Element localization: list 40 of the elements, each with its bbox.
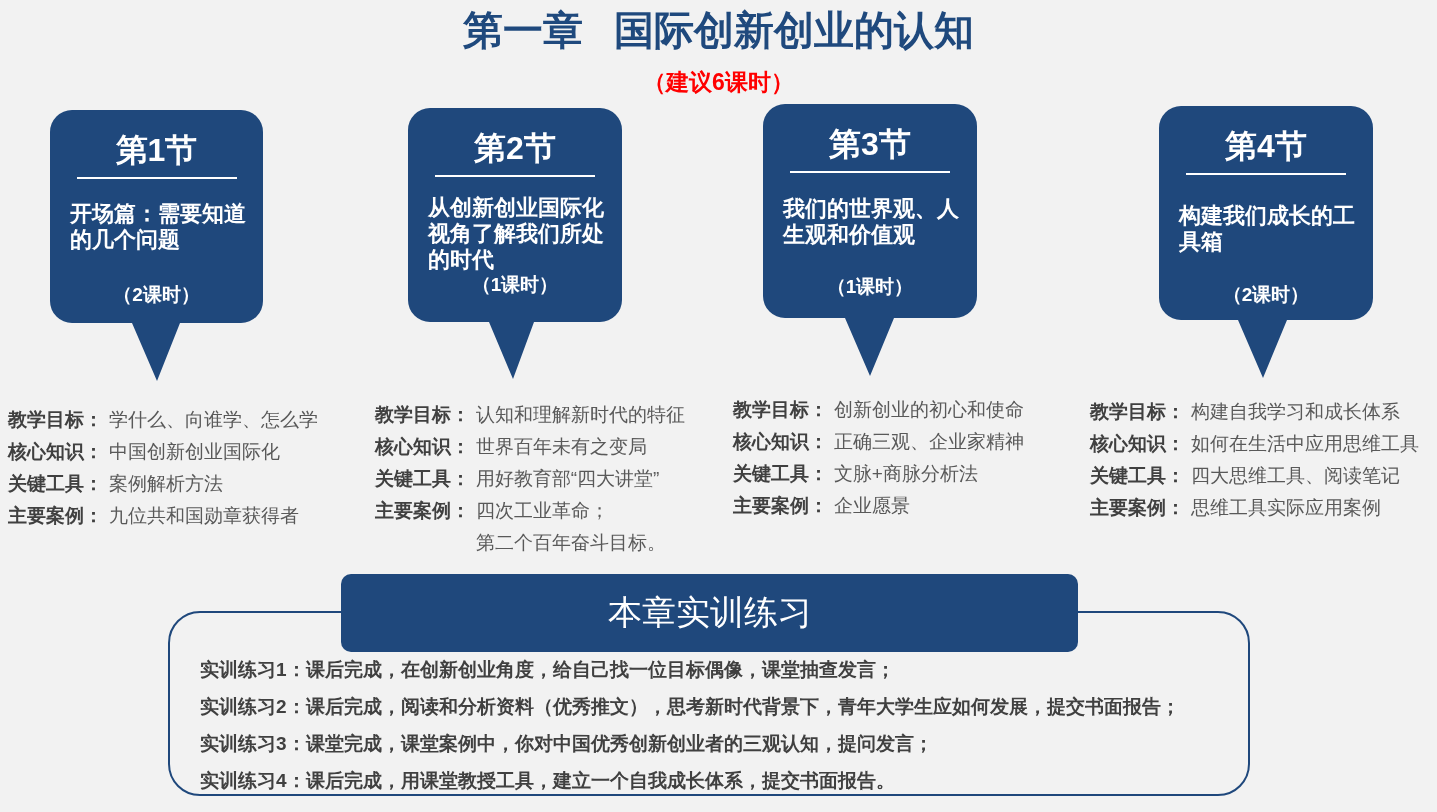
section-topic: 从创新创业国际化视角了解我们所处的时代 — [428, 195, 605, 273]
section-callout — [1159, 106, 1373, 379]
section-heading: 第3节 — [829, 125, 911, 164]
practice-panel — [168, 574, 1250, 796]
lesson-hours: （2课时） — [1222, 283, 1310, 307]
section-callout — [50, 110, 263, 382]
lesson-detail: 关键工具：案例解析方法 — [8, 472, 223, 496]
exercise-text: 实训练习1：课后完成，在创新创业角度，给自己找一位目标偶像，课堂抽查发言； — [200, 658, 895, 682]
section-heading: 第2节 — [474, 129, 556, 168]
lesson-detail: 主要案例：九位共和国勋章获得者 — [8, 504, 299, 528]
section-callout — [408, 108, 622, 380]
practice-heading: 本章实训练习 — [341, 574, 1078, 652]
exercise-text: 实训练习2：课后完成，阅读和分析资料（优秀推文），思考新时代背景下，青年大学生应如何发展，提交书面报告； — [200, 695, 1180, 719]
lesson-hours: （1课时） — [826, 275, 914, 299]
lesson-hours-note: （建议6课时） — [643, 68, 794, 97]
lesson-detail: 核心知识：正确三观、企业家精神 — [733, 430, 1024, 454]
lesson-hours: （2课时） — [113, 283, 200, 307]
section-topic: 构建我们成长的工具箱 — [1179, 203, 1356, 255]
lesson-detail: 教学目标：构建自我学习和成长体系 — [1090, 400, 1400, 424]
lesson-detail: 关键工具：用好教育部“四大讲堂” — [375, 467, 660, 491]
section-heading: 第4节 — [1225, 127, 1307, 166]
exercise-text: 实训练习3：课堂完成，课堂案例中，你对中国优秀创新创业者的三观认知，提问发言； — [200, 732, 933, 756]
lesson-detail: 教学目标：创新创业的初心和使命 — [733, 398, 1024, 422]
chapter-title: 第一章 国际创新创业的认知 — [462, 7, 975, 54]
lesson-detail: 教学目标：学什么、向谁学、怎么学 — [8, 408, 318, 432]
section-topic: 开场篇：需要知道的几个问题 — [70, 201, 247, 253]
section-callout — [763, 104, 977, 377]
section-heading: 第1节 — [115, 131, 198, 170]
lesson-detail: 关键工具：文脉+商脉分析法 — [733, 462, 978, 486]
lesson-detail: 主要案例：四次工业革命；第二个百年奋斗目标。 — [375, 499, 666, 555]
exercise-text: 实训练习4：课后完成，用课堂教授工具，建立一个自我成长体系，提交书面报告。 — [200, 769, 895, 793]
section-topic: 我们的世界观、人生观和价值观 — [783, 196, 960, 248]
lesson-hours: （1课时） — [471, 273, 559, 297]
lesson-detail: 核心知识：世界百年未有之变局 — [375, 435, 647, 459]
lesson-detail: 教学目标：认知和理解新时代的特征 — [375, 403, 685, 427]
lesson-detail: 核心知识：如何在生活中应用思维工具 — [1090, 432, 1419, 456]
lesson-detail: 核心知识：中国创新创业国际化 — [8, 440, 280, 464]
lesson-detail: 关键工具：四大思维工具、阅读笔记 — [1090, 464, 1400, 488]
lesson-detail: 主要案例：思维工具实际应用案例 — [1090, 496, 1381, 520]
lesson-detail: 主要案例：企业愿景 — [733, 494, 910, 518]
